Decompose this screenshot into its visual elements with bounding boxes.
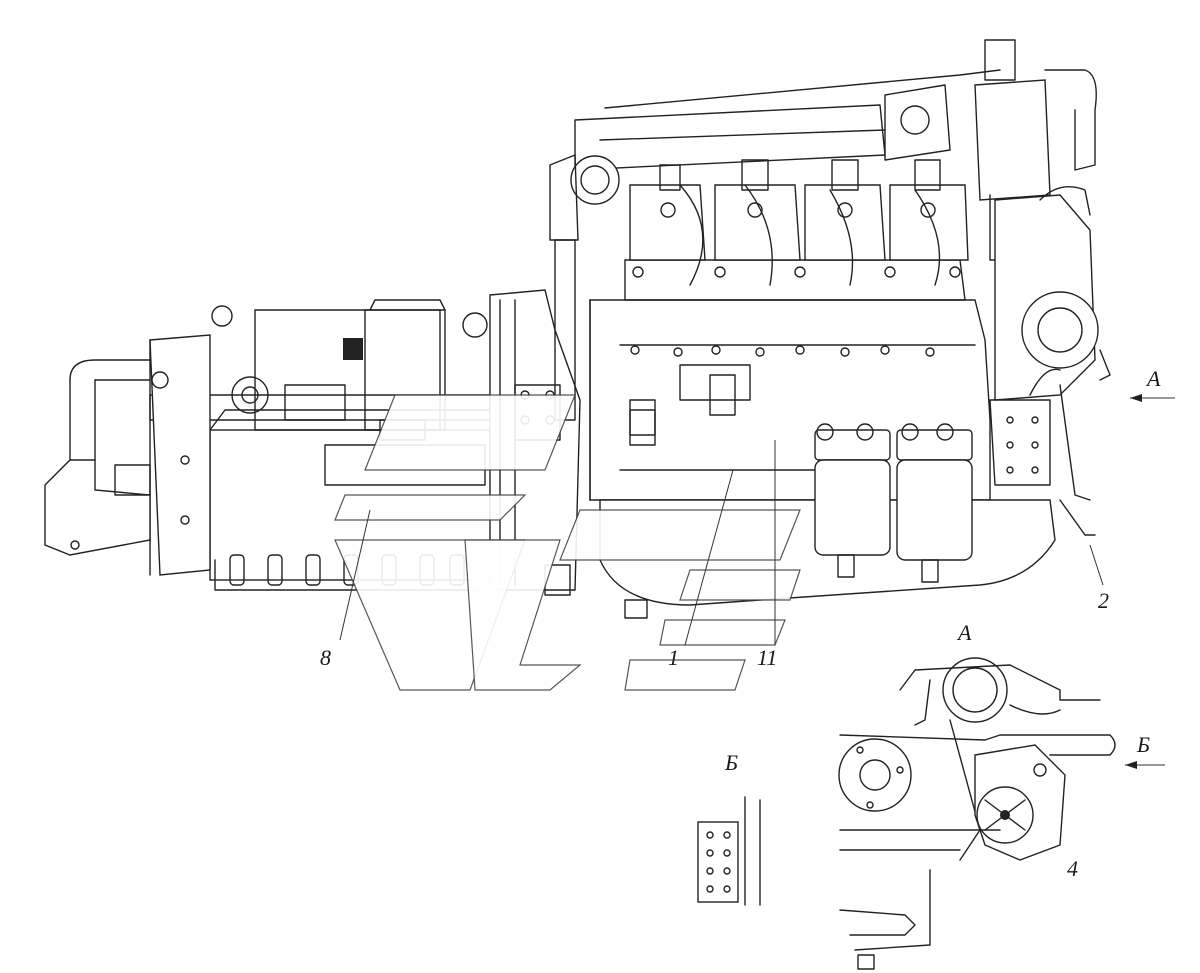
callout-11: 11 (757, 645, 777, 670)
oil-filters (814, 423, 973, 583)
clutch-housing (44, 334, 211, 576)
intake-manifold (549, 69, 1001, 241)
breather (974, 39, 1097, 261)
callout-2: 2 (1098, 588, 1109, 613)
view-a-title: А (956, 620, 972, 645)
view-a-arrow (1130, 394, 1175, 402)
watermark (334, 394, 801, 691)
view-b-arrow-label: Б (1136, 732, 1150, 757)
callout-8: 8 (320, 645, 331, 670)
callout-4: 4 (1067, 856, 1078, 881)
view-a-arrow-label: А (1145, 366, 1161, 391)
view-b-arrow (1125, 761, 1165, 769)
engine-side-view (44, 39, 1175, 691)
callout-1: 1 (668, 645, 679, 670)
view-b-detail (697, 796, 761, 906)
leader-lines (339, 440, 1104, 646)
view-b-title: Б (724, 750, 738, 775)
view-a-detail (838, 657, 1116, 970)
front-cover (989, 186, 1111, 536)
cylinder-heads (629, 159, 969, 286)
